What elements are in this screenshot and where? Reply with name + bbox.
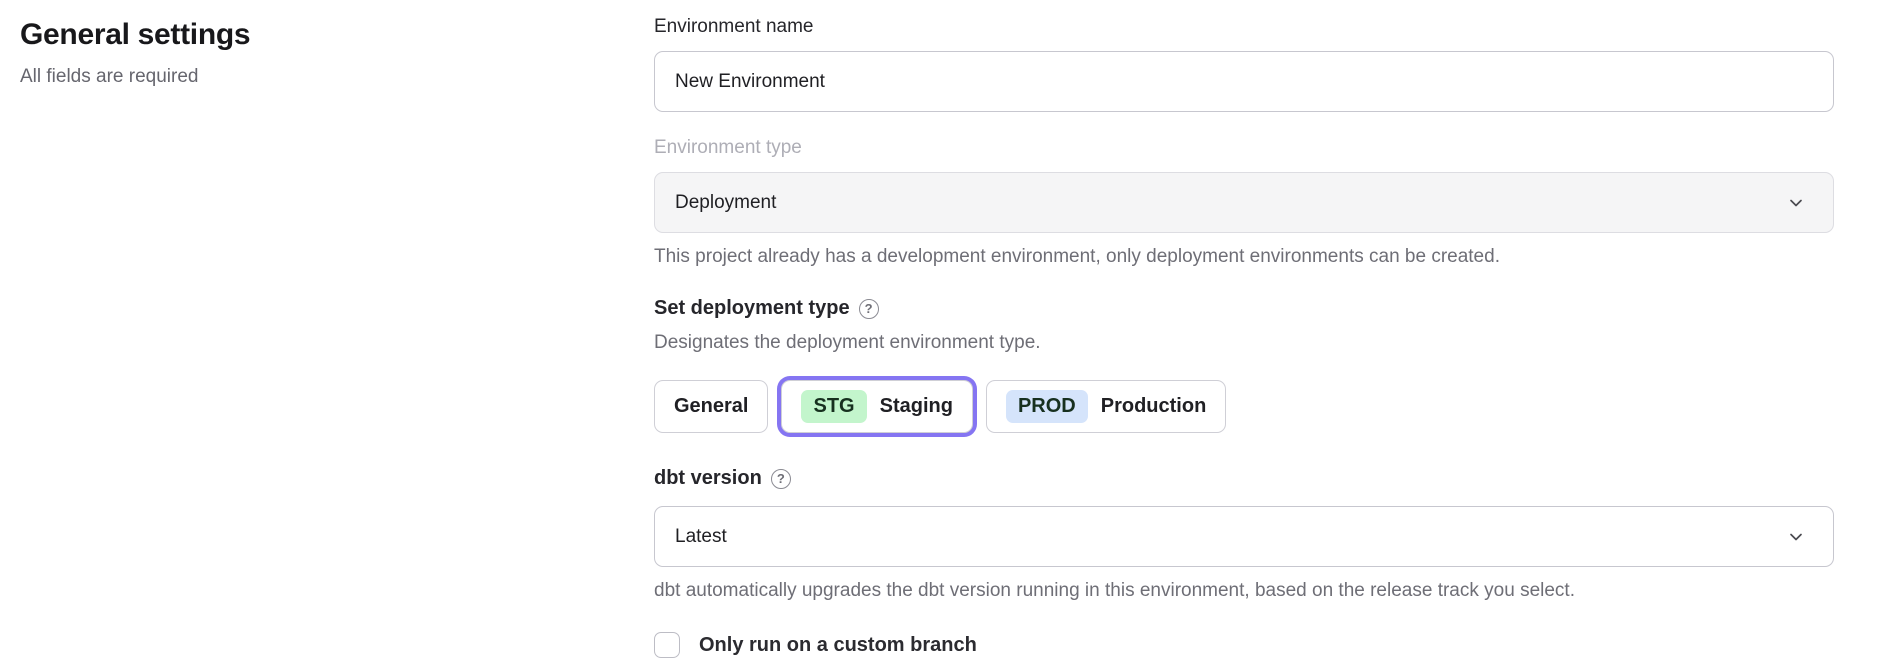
help-icon[interactable]: ? [770,468,791,489]
deployment-type-production-label: Production [1100,394,1207,417]
environment-type-label: Environment type [654,137,802,158]
environment-name-label: Environment name [654,16,814,37]
environment-name-input[interactable]: New Environment [654,51,1834,112]
chevron-down-icon [1790,533,1802,540]
deployment-type-options: General STG Staging PROD Production [654,371,1834,441]
deployment-type-staging-button[interactable]: STG Staging [781,379,973,433]
dbt-version-heading: dbt version ? [654,467,1834,490]
deployment-type-description: Designates the deployment environment ty… [654,332,1041,353]
custom-branch-row: Only run on a custom branch [654,632,1834,658]
environment-type-helper: This project already has a development e… [654,246,1500,267]
custom-branch-label: Only run on a custom branch [699,633,977,656]
staging-badge: STG [801,389,867,423]
chevron-down-icon [1790,199,1802,206]
custom-branch-checkbox[interactable] [654,632,680,658]
dbt-version-value: Latest [675,525,727,547]
page-title: General settings [20,18,251,51]
section-intro: General settings All fields are required [0,0,654,660]
environment-type-select: Deployment [654,172,1834,233]
dbt-version-heading-text: dbt version [654,467,762,489]
production-badge: PROD [1005,389,1088,423]
dbt-version-select[interactable]: Latest [654,506,1834,567]
page-subtitle: All fields are required [20,66,199,87]
deployment-type-general-label: General [674,394,749,417]
settings-form: Environment name New Environment Environ… [654,0,1834,660]
dbt-version-helper: dbt automatically upgrades the dbt versi… [654,580,1575,601]
environment-name-value: New Environment [675,70,825,92]
deployment-type-production-button[interactable]: PROD Production [985,379,1227,433]
deployment-type-heading: Set deployment type ? [654,297,1834,320]
deployment-type-staging-label: Staging [879,394,953,417]
deployment-type-heading-text: Set deployment type [654,297,850,319]
help-icon[interactable]: ? [858,298,879,319]
deployment-type-general-button[interactable]: General [654,379,769,433]
environment-type-value: Deployment [675,191,777,213]
